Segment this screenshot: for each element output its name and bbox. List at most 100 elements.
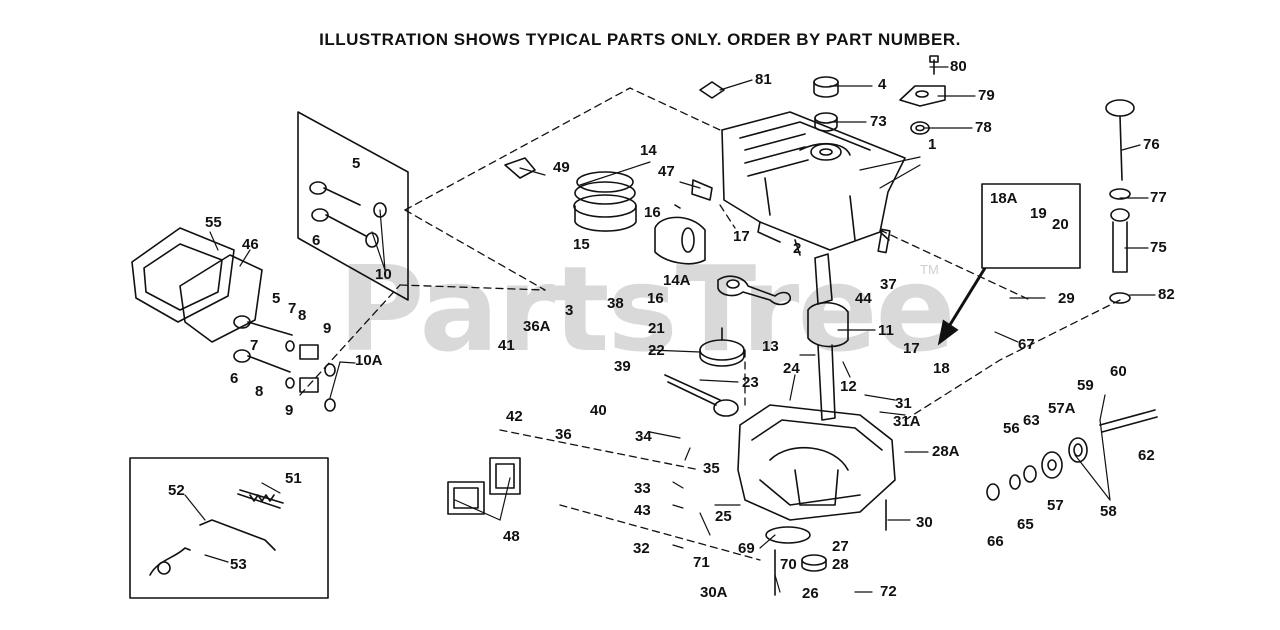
callout-46: 46 [242, 236, 259, 253]
crankshaft [807, 253, 849, 421]
callout-25: 25 [715, 508, 732, 525]
callout-6: 6 [312, 232, 321, 249]
callout-58: 58 [1100, 503, 1117, 520]
inset-pointer-arrow [937, 267, 987, 346]
callout-47: 47 [658, 163, 675, 180]
callout-53: 53 [230, 556, 247, 573]
callout-12: 12 [840, 378, 857, 395]
connecting-rod [717, 275, 792, 306]
callout-5: 5 [352, 155, 361, 172]
callout-77: 77 [1150, 189, 1167, 206]
callout-82: 82 [1158, 286, 1175, 303]
callout-21: 21 [648, 320, 665, 337]
callout-32: 32 [633, 540, 650, 557]
callout-34: 34 [635, 428, 652, 445]
callout-36: 36 [555, 426, 572, 443]
camshaft-gear [664, 327, 745, 417]
callout-75: 75 [1150, 239, 1167, 256]
callout-6-lower: 6 [230, 370, 239, 387]
callout-65: 65 [1017, 516, 1034, 533]
callout-56: 56 [1003, 420, 1020, 437]
callout-4: 4 [878, 76, 887, 93]
callout-63: 63 [1023, 412, 1040, 429]
callout-57: 57 [1047, 497, 1064, 514]
callout-81: 81 [755, 71, 772, 88]
callout-57A: 57A [1048, 400, 1076, 417]
callout-22: 22 [648, 342, 665, 359]
callout-38: 38 [607, 295, 624, 312]
callout-28A: 28A [932, 443, 960, 460]
callout-33: 33 [634, 480, 651, 497]
callout-17-lower: 17 [903, 340, 920, 357]
callout-67: 67 [1018, 336, 1035, 353]
callout-10A: 10A [355, 352, 383, 369]
callout-43: 43 [634, 502, 651, 519]
callout-60: 60 [1110, 363, 1127, 380]
callout-14A: 14A [663, 272, 691, 289]
callout-15: 15 [573, 236, 590, 253]
callout-41: 41 [498, 337, 515, 354]
callout-62: 62 [1138, 447, 1155, 464]
callout-20: 20 [1052, 216, 1069, 233]
watermark: PartsTree [338, 240, 956, 378]
callout-16: 16 [644, 204, 661, 221]
callout-13: 13 [762, 338, 779, 355]
callout-73: 73 [870, 113, 887, 130]
callout-70: 70 [780, 556, 797, 573]
callout-3: 3 [565, 302, 574, 319]
callout-5-lower: 5 [272, 290, 281, 307]
callout-36A: 36A [523, 318, 551, 335]
valve-kit-panel [297, 111, 409, 301]
callout-11: 11 [878, 322, 894, 339]
callout-71: 71 [693, 554, 710, 571]
callout-30A: 30A [700, 584, 728, 601]
leader-lines [184, 66, 1156, 593]
callout-23: 23 [742, 374, 759, 391]
callout-44: 44 [855, 290, 872, 307]
engine-sump [737, 404, 896, 596]
valve-cover-parts [131, 181, 387, 412]
callout-8-lower: 8 [255, 383, 264, 400]
callout-24: 24 [783, 360, 800, 377]
callout-9-lower: 9 [285, 402, 294, 419]
callout-18A: 18A [990, 190, 1018, 207]
callout-1: 1 [928, 136, 937, 153]
callout-49: 49 [553, 159, 570, 176]
callout-42: 42 [506, 408, 523, 425]
callout-31: 31 [895, 395, 912, 412]
callout-30: 30 [916, 514, 933, 531]
callout-79: 79 [978, 87, 995, 104]
callout-18: 18 [933, 360, 950, 377]
diagram-header: ILLUSTRATION SHOWS TYPICAL PARTS ONLY. O… [319, 30, 961, 49]
callout-80: 80 [950, 58, 967, 75]
crankcase-block [721, 111, 906, 256]
governor-spring-inset [129, 457, 329, 599]
callout-2: 2 [793, 240, 802, 257]
callout-39: 39 [614, 358, 631, 375]
callout-27: 27 [832, 538, 849, 555]
callout-16-lower: 16 [647, 290, 664, 307]
callout-59: 59 [1077, 377, 1094, 394]
callout-14: 14 [640, 142, 657, 159]
callout-48: 48 [503, 528, 520, 545]
callout-19: 19 [1030, 205, 1047, 222]
watermark-trademark: TM [920, 262, 939, 277]
callout-10: 10 [375, 266, 392, 283]
callout-8: 8 [298, 307, 307, 324]
callout-31A: 31A [893, 413, 921, 430]
callout-51: 51 [285, 470, 302, 487]
callout-35: 35 [703, 460, 720, 477]
callout-76: 76 [1143, 136, 1160, 153]
callout-29: 29 [1058, 290, 1075, 307]
callout-66: 66 [987, 533, 1004, 550]
callout-17: 17 [733, 228, 750, 245]
right-side-parts [986, 99, 1158, 501]
callout-72: 72 [880, 583, 897, 600]
callout-28: 28 [832, 556, 849, 573]
callout-7-lower: 7 [250, 337, 259, 354]
crank-hardware-inset [981, 183, 1081, 269]
callout-26: 26 [802, 585, 819, 602]
callout-37: 37 [880, 276, 897, 293]
